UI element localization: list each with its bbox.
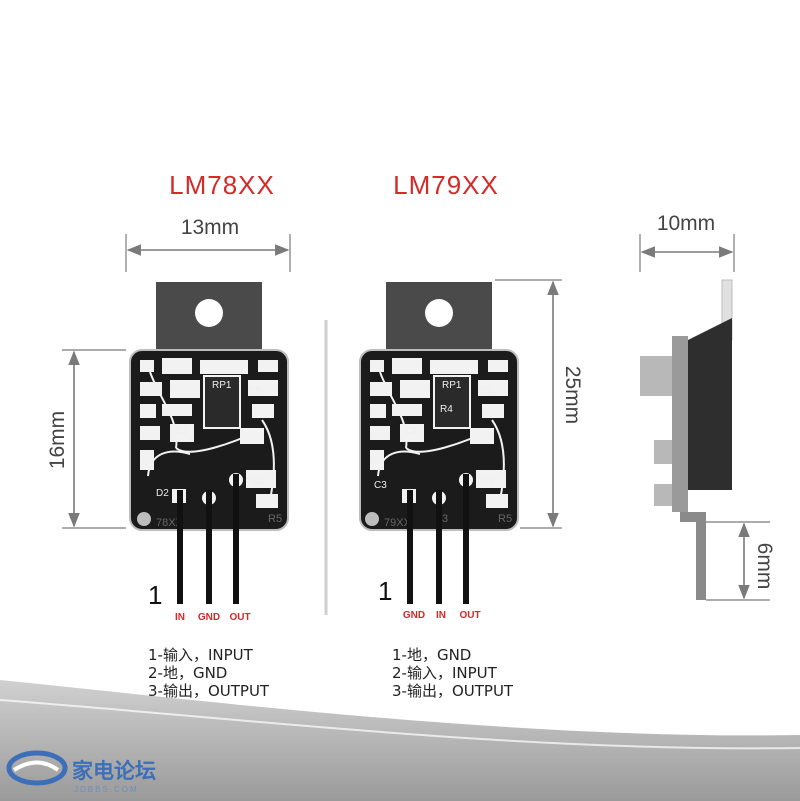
background-swoosh	[0, 680, 800, 801]
pin-label-2: GND	[198, 612, 220, 623]
module-lm79xx: LM79XX 25mm	[359, 170, 584, 700]
pin-label-3: OUT	[229, 612, 250, 623]
side-component	[654, 484, 672, 506]
pin-label-3: OUT	[459, 610, 480, 621]
pin-label-2: IN	[436, 610, 446, 621]
module-title: LM78XX	[169, 170, 275, 200]
pin1-marker: 1	[378, 576, 392, 606]
silk-c3: C3	[374, 480, 387, 491]
side-component	[654, 440, 672, 464]
watermark-logo: 家电论坛 JDBBS.COM	[6, 750, 156, 794]
side-regulator-body	[688, 318, 732, 490]
silk-rp1: RP1	[212, 380, 232, 391]
side-pcb-edge	[672, 336, 688, 512]
module-title: LM79XX	[393, 170, 499, 200]
pin-length-label: 6mm	[753, 543, 776, 590]
silk-r5: R5	[268, 513, 282, 525]
module-lm78xx: LM78XX 13mm 16mm	[46, 170, 291, 700]
side-view: 10mm 6mm	[639, 212, 776, 601]
pcb-components: RP1 R4 C5 C2 C3 C1 R5 79XX 3	[365, 358, 512, 529]
total-height-label: 25mm	[561, 366, 584, 424]
silk-part-number: 79XX	[384, 517, 412, 529]
pin-label-1: IN	[175, 612, 185, 623]
silk-c1: C1	[252, 476, 265, 487]
silk-rp1: RP1	[442, 380, 462, 391]
thickness-label: 10mm	[657, 212, 715, 235]
pin1-marker: 1	[148, 580, 162, 610]
side-lead	[680, 512, 706, 600]
silk-c1: C1	[482, 476, 495, 487]
watermark-subtext: JDBBS.COM	[74, 785, 139, 794]
silk-part-number: 78XX	[156, 517, 184, 529]
silk-pin3: 3	[442, 513, 448, 525]
pin-description-1: 1-输入，INPUT	[148, 646, 254, 664]
pin-description-3: 3-输出，OUTPUT	[392, 682, 514, 700]
mounting-hole	[425, 299, 453, 327]
pcb-components: RP1 C5 C2 C1 D2 R5 78XX	[137, 358, 282, 529]
pin-description-2: 2-地，GND	[148, 664, 227, 682]
pin-label-1: GND	[403, 610, 425, 621]
pin-description-3: 3-输出，OUTPUT	[148, 682, 270, 700]
silk-c2: C2	[404, 426, 417, 437]
pin-description-1: 1-地，GND	[392, 646, 471, 664]
silk-r4: R4	[440, 404, 453, 415]
silk-c5: C5	[248, 386, 261, 397]
pin-description-2: 2-输入，INPUT	[392, 664, 498, 682]
mounting-hole	[195, 299, 223, 327]
silk-c2: C2	[176, 426, 189, 437]
side-component	[640, 356, 672, 396]
width-label: 13mm	[181, 216, 239, 239]
silk-r5: R5	[498, 513, 512, 525]
height-label: 16mm	[46, 411, 69, 469]
watermark-text: 家电论坛	[72, 759, 156, 783]
logo-icon	[6, 750, 68, 786]
silk-c5: C5	[478, 386, 491, 397]
silk-d2: D2	[156, 488, 169, 499]
